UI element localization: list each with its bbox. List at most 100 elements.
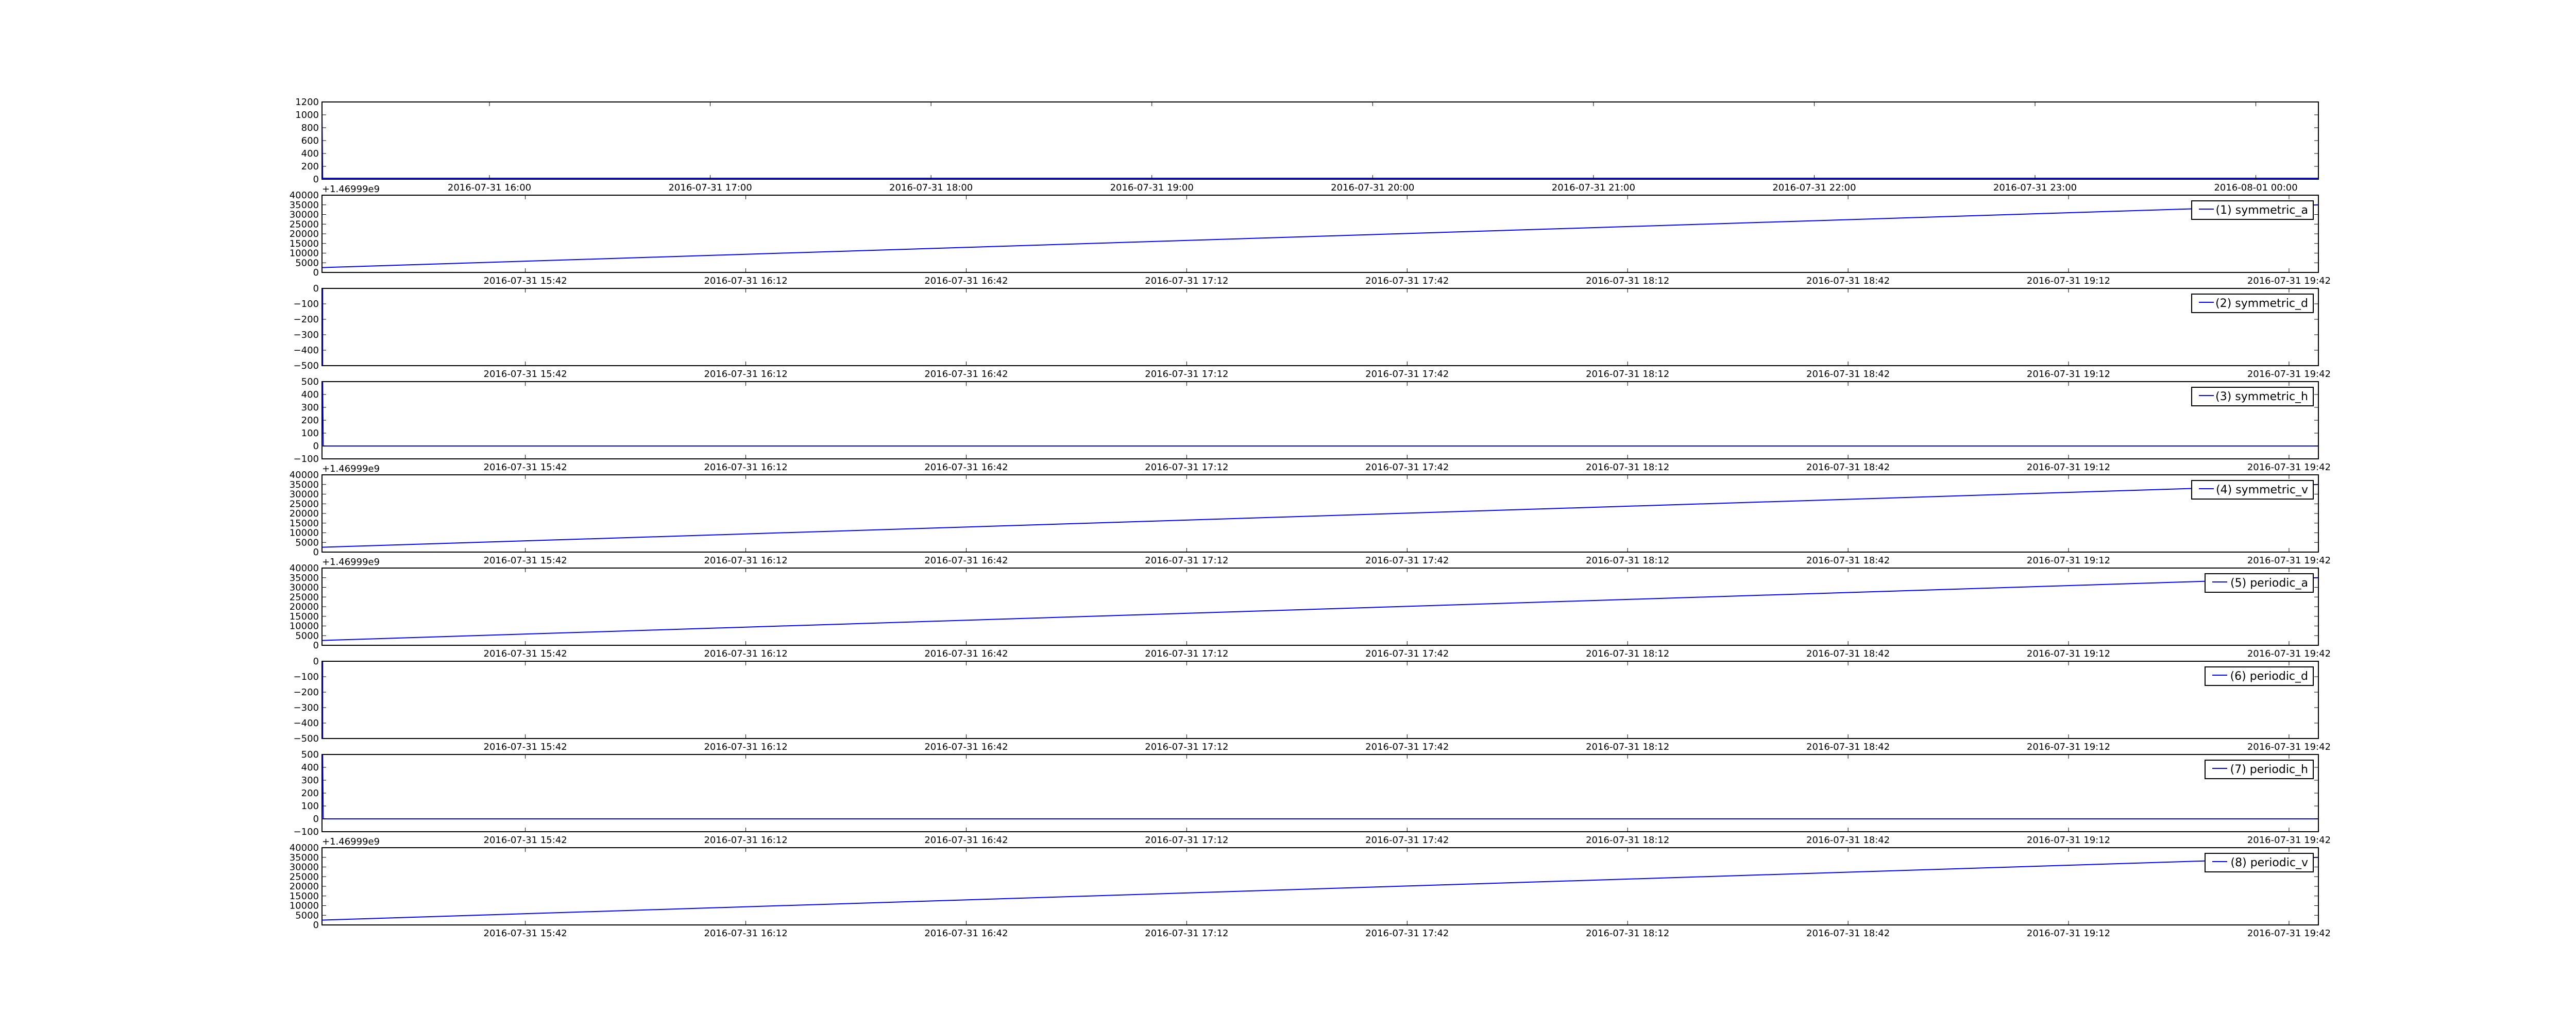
y-tick-label: −400 bbox=[294, 345, 319, 356]
x-tick-label: 2016-07-31 16:42 bbox=[924, 555, 1008, 566]
y-tick-label: 20000 bbox=[290, 508, 319, 519]
x-tick-label: 2016-07-31 18:12 bbox=[1586, 462, 1669, 473]
x-tick-label: 2016-07-31 19:12 bbox=[2027, 648, 2110, 659]
y-tick-label: 20000 bbox=[290, 602, 319, 612]
legend-box bbox=[2205, 666, 2314, 686]
legend-box bbox=[2205, 853, 2314, 872]
x-tick-label: 2016-07-31 18:42 bbox=[1806, 928, 1890, 939]
x-tick-label: 2016-07-31 16:12 bbox=[704, 369, 787, 380]
y-tick-label: −300 bbox=[294, 702, 319, 713]
y-tick-label: 0 bbox=[313, 640, 319, 651]
y-tick-label: 15000 bbox=[290, 238, 319, 249]
x-tick-label: 2016-07-31 19:12 bbox=[2027, 276, 2110, 286]
x-tick-label: 2016-07-31 15:42 bbox=[484, 276, 567, 286]
x-tick-label: 2016-07-31 19:42 bbox=[2247, 462, 2331, 473]
axes-frame bbox=[321, 661, 2319, 739]
y-tick-label: 25000 bbox=[290, 219, 319, 230]
y-tick-label: 10000 bbox=[290, 528, 319, 539]
y-tick-label: 35000 bbox=[290, 573, 319, 583]
legend: (7) periodic_h bbox=[2205, 760, 2314, 779]
legend: (3) symmetric_h bbox=[2191, 387, 2314, 406]
series-line bbox=[322, 577, 2318, 641]
legend-label: (7) periodic_h bbox=[2230, 763, 2308, 776]
x-tick-label: 2016-07-31 19:00 bbox=[1110, 182, 1194, 193]
x-tick-label: 2016-07-31 15:42 bbox=[484, 555, 567, 566]
y-tick-label: 30000 bbox=[290, 582, 319, 593]
x-tick-label: 2016-07-31 16:12 bbox=[704, 648, 787, 659]
x-tick-label: 2016-07-31 16:12 bbox=[704, 555, 787, 566]
axes-frame bbox=[321, 101, 2319, 180]
x-tick-label: 2016-07-31 15:42 bbox=[484, 928, 567, 939]
subplot-1: 0500010000150002000025000300003500040000… bbox=[290, 184, 2331, 286]
x-tick-label: 2016-07-31 16:42 bbox=[924, 462, 1008, 473]
x-tick-label: 2016-07-31 23:00 bbox=[1993, 182, 2077, 193]
x-tick-label: 2016-07-31 18:12 bbox=[1586, 928, 1669, 939]
y-tick-label: 0 bbox=[313, 814, 319, 825]
x-tick-label: 2016-07-31 18:42 bbox=[1806, 835, 1890, 846]
x-tick-label: 2016-07-31 17:12 bbox=[1145, 835, 1228, 846]
x-tick-label: 2016-07-31 15:42 bbox=[484, 742, 567, 752]
y-tick-label: 20000 bbox=[290, 229, 319, 239]
legend-box bbox=[2205, 573, 2314, 593]
y-tick-label: 15000 bbox=[290, 611, 319, 622]
x-tick-label: 2016-07-31 17:12 bbox=[1145, 742, 1228, 752]
y-tick-label: −100 bbox=[294, 454, 319, 465]
y-tick-label: −200 bbox=[294, 687, 319, 698]
x-tick-label: 2016-07-31 17:42 bbox=[1365, 835, 1449, 846]
x-tick-label: 2016-07-31 18:42 bbox=[1806, 555, 1890, 566]
y-tick-label: 500 bbox=[301, 376, 319, 387]
y-tick-label: 0 bbox=[313, 267, 319, 278]
x-tick-label: 2016-07-31 16:42 bbox=[924, 928, 1008, 939]
y-tick-label: 35000 bbox=[290, 852, 319, 863]
x-tick-label: 2016-07-31 16:12 bbox=[704, 835, 787, 846]
y-tick-label: 400 bbox=[301, 148, 319, 159]
y-tick-label: 800 bbox=[301, 123, 319, 133]
y-offset-text: +1.46999e9 bbox=[322, 836, 380, 847]
axes-frame bbox=[321, 847, 2319, 925]
series-line bbox=[322, 382, 2318, 447]
axes-frame bbox=[321, 754, 2319, 832]
x-tick-label: 2016-07-31 17:12 bbox=[1145, 369, 1228, 380]
x-tick-label: 2016-07-31 19:12 bbox=[2027, 835, 2110, 846]
y-tick-label: 25000 bbox=[290, 499, 319, 509]
x-tick-label: 2016-07-31 17:12 bbox=[1145, 276, 1228, 286]
x-tick-label: 2016-07-31 18:42 bbox=[1806, 462, 1890, 473]
y-tick-label: 30000 bbox=[290, 862, 319, 873]
x-tick-label: 2016-07-31 16:42 bbox=[924, 276, 1008, 286]
y-tick-label: 0 bbox=[313, 441, 319, 452]
y-tick-label: 200 bbox=[301, 415, 319, 426]
x-tick-label: 2016-07-31 19:12 bbox=[2027, 462, 2110, 473]
x-tick-label: 2016-07-31 16:12 bbox=[704, 928, 787, 939]
x-tick-label: 2016-07-31 17:12 bbox=[1145, 555, 1228, 566]
legend-label: (6) periodic_d bbox=[2230, 670, 2308, 683]
y-tick-label: 25000 bbox=[290, 871, 319, 882]
y-tick-label: 400 bbox=[301, 762, 319, 773]
y-tick-label: 5000 bbox=[295, 537, 319, 548]
legend-label: (2) symmetric_d bbox=[2215, 297, 2308, 310]
x-tick-label: 2016-07-31 21:00 bbox=[1552, 182, 1635, 193]
x-tick-label: 2016-07-31 18:12 bbox=[1586, 648, 1669, 659]
legend-label: (8) periodic_v bbox=[2231, 856, 2308, 869]
y-tick-label: 40000 bbox=[290, 563, 319, 574]
x-tick-label: 2016-07-31 16:12 bbox=[704, 276, 787, 286]
x-tick-label: 2016-07-31 15:42 bbox=[484, 648, 567, 659]
x-tick-label: 2016-07-31 16:42 bbox=[924, 369, 1008, 380]
legend-box bbox=[2205, 760, 2314, 779]
y-tick-label: 600 bbox=[301, 135, 319, 146]
x-tick-label: 2016-07-31 16:42 bbox=[924, 835, 1008, 846]
x-tick-label: 2016-07-31 18:12 bbox=[1586, 369, 1669, 380]
legend-box bbox=[2191, 294, 2314, 313]
x-tick-label: 2016-07-31 18:12 bbox=[1586, 835, 1669, 846]
y-tick-label: −300 bbox=[294, 330, 319, 340]
x-tick-label: 2016-07-31 19:42 bbox=[2247, 555, 2331, 566]
y-tick-label: 40000 bbox=[290, 843, 319, 853]
x-tick-label: 2016-07-31 18:42 bbox=[1806, 276, 1890, 286]
y-offset-text: +1.46999e9 bbox=[322, 557, 380, 568]
y-tick-label: −400 bbox=[294, 718, 319, 729]
y-tick-label: 1200 bbox=[295, 97, 319, 108]
series-line bbox=[322, 754, 2318, 819]
y-tick-label: 10000 bbox=[290, 901, 319, 912]
